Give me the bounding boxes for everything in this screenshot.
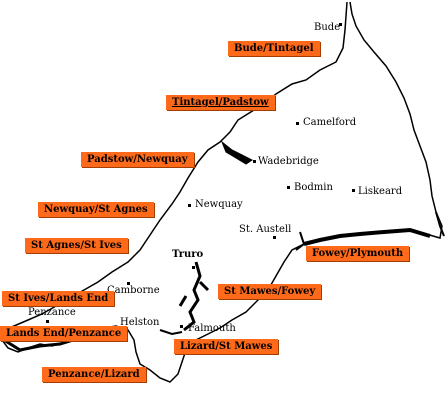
segment-st-mawes-fowey[interactable]: St Mawes/Fowey	[218, 284, 322, 299]
town-helston: Helston	[120, 317, 160, 328]
segment-penzance-lizard[interactable]: Penzance/Lizard	[42, 367, 146, 382]
segment-bude-tintagel[interactable]: Bude/Tintagel	[228, 41, 320, 56]
wadebridge-dot	[253, 160, 256, 163]
town-truro: Truro	[172, 249, 204, 260]
south-coast-thick	[303, 227, 431, 246]
helford-river	[159, 329, 183, 336]
segment-padstow-newquay[interactable]: Padstow/Newquay	[81, 152, 194, 167]
town-falmouth: Falmouth	[188, 323, 236, 334]
camborne-dot	[127, 282, 130, 285]
town-penzance: Penzance	[28, 307, 76, 318]
st-austell-dot	[273, 236, 276, 239]
segment-st-ives-lands-end[interactable]: St Ives/Lands End	[2, 291, 115, 306]
bude-dot	[339, 23, 342, 26]
tamar-river	[435, 211, 445, 237]
liskeard-dot	[352, 189, 355, 192]
camelford-dot	[296, 122, 299, 125]
newquay-dot	[188, 204, 191, 207]
town-camborne: Camborne	[107, 285, 160, 296]
town-camelford: Camelford	[303, 117, 357, 128]
town-bodmin: Bodmin	[294, 182, 333, 193]
town-bude: Bude	[314, 22, 341, 33]
falmouth-dot	[180, 325, 183, 328]
segment-tintagel-padstow[interactable]: Tintagel/Padstow	[166, 95, 275, 110]
bodmin-dot	[287, 186, 290, 189]
segment-newquay-st-agnes[interactable]: Newquay/St Agnes	[38, 202, 154, 217]
town-newquay: Newquay	[195, 199, 243, 210]
truro-dot	[192, 266, 195, 269]
camel-estuary	[220, 140, 253, 165]
segment-st-agnes-st-ives[interactable]: St Agnes/St Ives	[25, 238, 128, 253]
fal-estuary	[178, 261, 210, 332]
town-st-austell: St. Austell	[239, 224, 292, 235]
penzance-dot	[46, 320, 49, 323]
segment-fowey-plymouth[interactable]: Fowey/Plymouth	[306, 246, 410, 261]
town-wadebridge: Wadebridge	[258, 156, 319, 167]
fowey-estuary	[295, 231, 306, 251]
town-liskeard: Liskeard	[358, 186, 403, 197]
segment-lizard-st-mawes[interactable]: Lizard/St Mawes	[174, 339, 279, 354]
segment-lands-end-penzance[interactable]: Lands End/Penzance	[0, 326, 128, 341]
